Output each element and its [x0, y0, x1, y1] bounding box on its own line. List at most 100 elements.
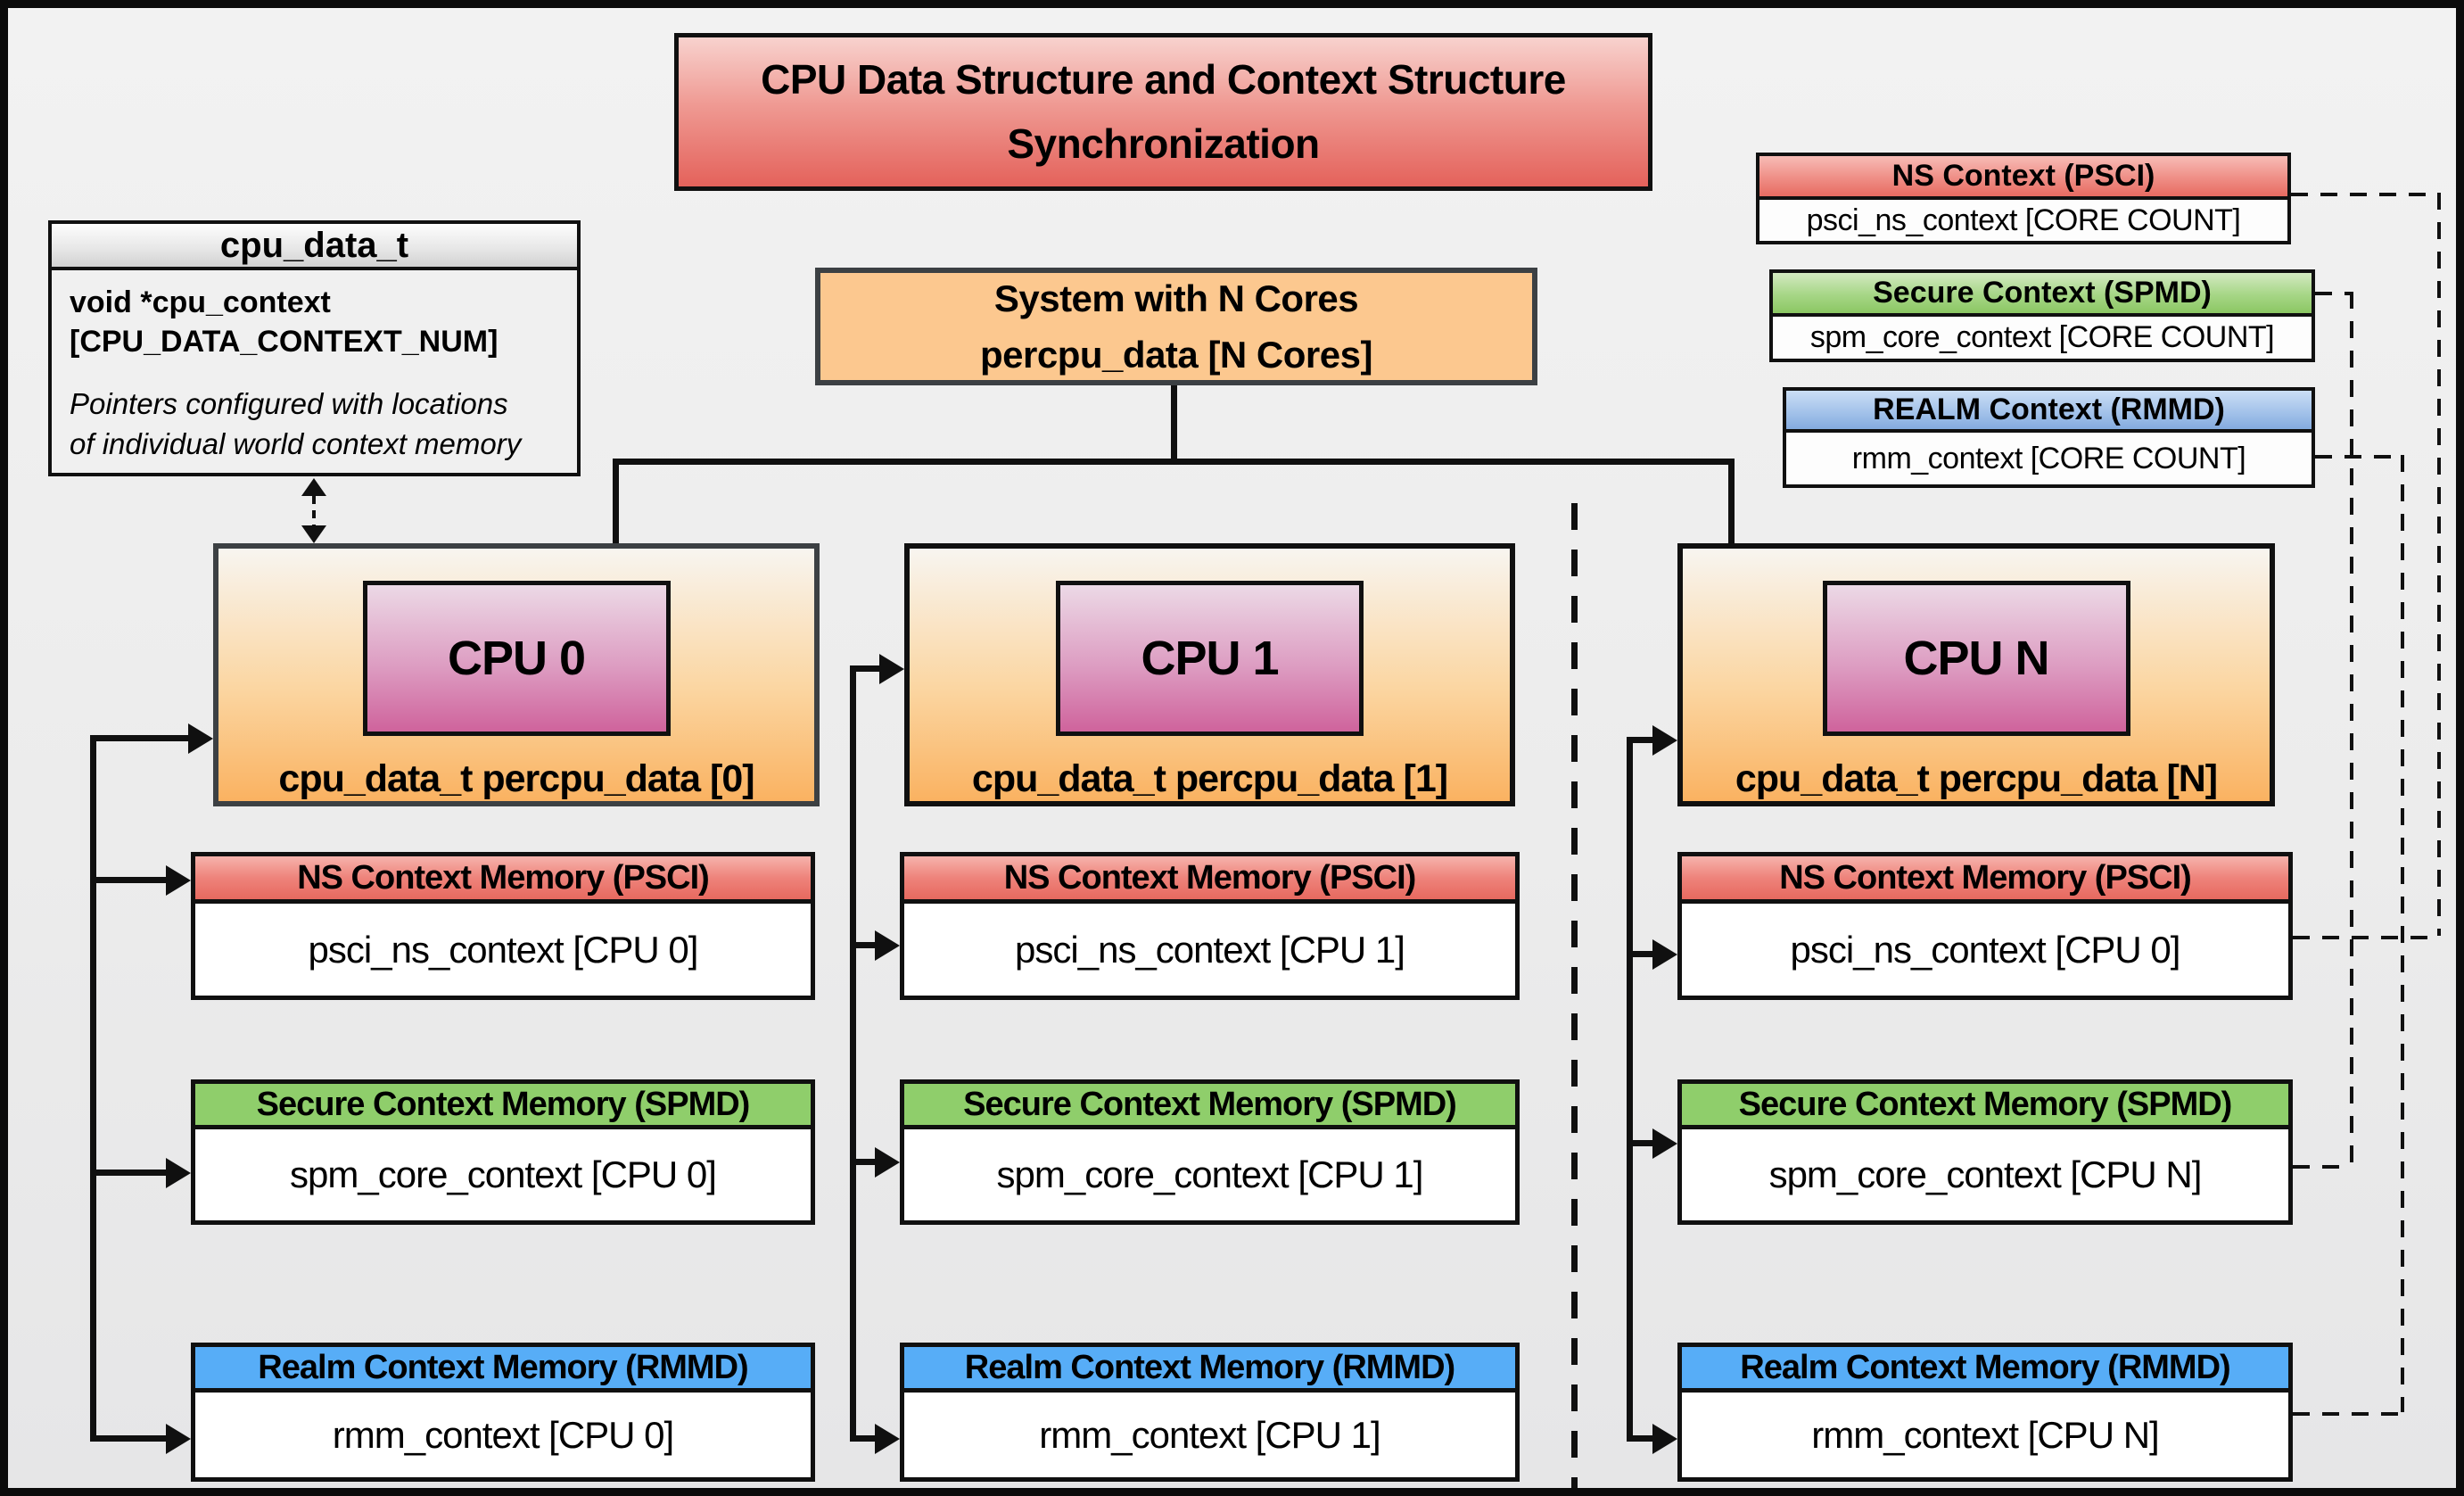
cpu1-arrow-into-secure	[875, 1147, 900, 1178]
legend-ns-header: NS Context (PSCI)	[1759, 156, 2287, 200]
legend-realm-body: rmm_context [CORE COUNT]	[1786, 433, 2312, 484]
legend-realm-dashed-drop	[2401, 455, 2404, 1412]
diagram-title-line2: Synchronization	[1007, 120, 1320, 167]
legend-ns-body: psci_ns_context [CORE COUNT]	[1759, 200, 2287, 241]
cpu1-data-label: cpu_data_t percpu_data [1]	[971, 757, 1448, 800]
legend-ns-dashed-drop	[2437, 193, 2441, 936]
cpu1-arrow-into-realm	[875, 1424, 900, 1454]
cpu-data-t-note-line1: Pointers configured with locations	[70, 387, 508, 421]
legend-realm-context: REALM Context (RMMD) rmm_context [CORE C…	[1783, 387, 2315, 488]
cpu0-data-label: cpu_data_t percpu_data [0]	[278, 757, 754, 800]
cpu1-bus-line	[850, 665, 856, 1442]
system-box-line2: percpu_data [N Cores]	[980, 334, 1372, 376]
cpun-box: CPU N cpu_data_t percpu_data [N]	[1677, 543, 2275, 806]
cpu1-bus-to-cpu	[850, 665, 879, 672]
system-box-line1: System with N Cores	[993, 277, 1359, 319]
cpu0-chip-label: CPU 0	[362, 581, 671, 736]
cpu0-realm-context-memory: Realm Context Memory (RMMD) rmm_context …	[191, 1343, 815, 1482]
cpu1-arrow-into-cpu	[879, 654, 904, 684]
cpun-arrow-into-cpu	[1652, 725, 1677, 756]
column-separator-dashed-line	[1571, 503, 1578, 1488]
cpun-bus-line	[1627, 737, 1633, 1442]
cpu0-ns-body: psci_ns_context [CPU 0]	[195, 904, 811, 996]
cpun-arrow-into-ns	[1652, 939, 1677, 970]
cpu0-bus-to-secure	[90, 1170, 166, 1176]
cpun-bus-to-ns	[1627, 951, 1652, 957]
cpun-arrow-into-realm	[1652, 1424, 1677, 1454]
legend-realm-dashed-in	[2293, 1412, 2401, 1416]
cpu1-realm-context-memory: Realm Context Memory (RMMD) rmm_context …	[900, 1343, 1520, 1482]
cpu0-bus-to-cpu	[90, 735, 188, 741]
legend-ns-context: NS Context (PSCI) psci_ns_context [CORE …	[1756, 153, 2291, 244]
cpu-data-t-field-line2: [CPU_DATA_CONTEXT_NUM]	[70, 325, 499, 360]
cpu-data-t-body: void *cpu_context [CPU_DATA_CONTEXT_NUM]…	[52, 270, 577, 476]
system-drop-line	[1171, 385, 1177, 464]
cpun-ns-context-memory: NS Context Memory (PSCI) psci_ns_context…	[1677, 852, 2293, 1000]
diagram-title-line1: CPU Data Structure and Context Structure	[761, 56, 1566, 103]
cpun-bus-to-realm	[1627, 1435, 1652, 1442]
cpu-data-t-note: Pointers configured with locations of in…	[70, 384, 559, 464]
cpu0-arrow-into-cpu	[188, 723, 213, 754]
cpu1-realm-header: Realm Context Memory (RMMD)	[904, 1347, 1515, 1393]
cpun-realm-header: Realm Context Memory (RMMD)	[1682, 1347, 2288, 1393]
system-box: System with N Cores percpu_data [N Cores…	[815, 268, 1537, 385]
cpun-bus-to-cpu	[1627, 737, 1652, 743]
cpun-ns-header: NS Context Memory (PSCI)	[1682, 856, 2288, 904]
legend-secure-dashed-out	[2315, 292, 2353, 295]
cpu0-secure-body: spm_core_context [CPU 0]	[195, 1129, 811, 1220]
cpun-secure-context-memory: Secure Context Memory (SPMD) spm_core_co…	[1677, 1079, 2293, 1225]
legend-realm-header: REALM Context (RMMD)	[1786, 391, 2312, 433]
legend-realm-dashed-out	[2315, 455, 2404, 459]
cpun-ns-body: psci_ns_context [CPU 0]	[1682, 904, 2288, 996]
cpu1-secure-header: Secure Context Memory (SPMD)	[904, 1084, 1515, 1129]
cpun-realm-context-memory: Realm Context Memory (RMMD) rmm_context …	[1677, 1343, 2293, 1482]
legend-ns-dashed-in	[2293, 936, 2437, 939]
cpu-data-t-struct-box: cpu_data_t void *cpu_context [CPU_DATA_C…	[48, 220, 581, 476]
cpu-data-t-note-line2: of individual world context memory	[70, 426, 522, 460]
legend-secure-body: spm_core_context [CORE COUNT]	[1773, 317, 2312, 359]
cpun-secure-header: Secure Context Memory (SPMD)	[1682, 1084, 2288, 1129]
cpu-data-t-arrow-down-head	[301, 525, 326, 543]
cpun-chip-label: CPU N	[1822, 581, 2130, 736]
cpu1-secure-body: spm_core_context [CPU 1]	[904, 1129, 1515, 1220]
cpu0-ns-context-memory: NS Context Memory (PSCI) psci_ns_context…	[191, 852, 815, 1000]
legend-secure-context: Secure Context (SPMD) spm_core_context […	[1769, 269, 2315, 362]
diagram-title: CPU Data Structure and Context Structure…	[674, 33, 1652, 191]
cpun-bus-to-secure	[1627, 1140, 1652, 1146]
cpu1-ns-body: psci_ns_context [CPU 1]	[904, 904, 1515, 996]
cpu1-arrow-into-ns	[875, 930, 900, 961]
cpun-arrow-into-secure	[1652, 1128, 1677, 1159]
cpu0-realm-header: Realm Context Memory (RMMD)	[195, 1347, 811, 1393]
cpu0-realm-body: rmm_context [CPU 0]	[195, 1393, 811, 1477]
legend-secure-dashed-drop	[2350, 292, 2353, 1165]
cpu0-bus-to-ns	[90, 877, 166, 883]
cpu0-bus-line	[90, 735, 96, 1442]
cpun-realm-body: rmm_context [CPU N]	[1682, 1393, 2288, 1477]
cpu1-box: CPU 1 cpu_data_t percpu_data [1]	[904, 543, 1515, 806]
cpu1-realm-body: rmm_context [CPU 1]	[904, 1393, 1515, 1477]
cpu1-chip-label: CPU 1	[1056, 581, 1364, 736]
cpu1-bus-to-ns	[850, 942, 875, 948]
branch-to-cpu0-line	[613, 459, 619, 546]
system-branch-line	[613, 459, 1735, 465]
cpu0-secure-header: Secure Context Memory (SPMD)	[195, 1084, 811, 1129]
cpu1-ns-context-memory: NS Context Memory (PSCI) psci_ns_context…	[900, 852, 1520, 1000]
cpu-data-t-header: cpu_data_t	[52, 224, 577, 270]
cpu1-ns-header: NS Context Memory (PSCI)	[904, 856, 1515, 904]
cpun-secure-body: spm_core_context [CPU N]	[1682, 1129, 2288, 1220]
cpu0-ns-header: NS Context Memory (PSCI)	[195, 856, 811, 904]
cpu1-bus-to-secure	[850, 1159, 875, 1165]
cpu0-arrow-into-ns	[166, 865, 191, 896]
cpu0-bus-to-realm	[90, 1435, 166, 1442]
branch-to-cpun-line	[1728, 459, 1735, 550]
cpu1-secure-context-memory: Secure Context Memory (SPMD) spm_core_co…	[900, 1079, 1520, 1225]
cpu1-bus-to-realm	[850, 1435, 875, 1442]
cpu0-secure-context-memory: Secure Context Memory (SPMD) spm_core_co…	[191, 1079, 815, 1225]
legend-secure-dashed-in	[2293, 1165, 2350, 1169]
cpu-data-t-dashed-link	[312, 496, 316, 525]
cpu-data-t-field-line1: void *cpu_context	[70, 285, 331, 319]
cpu0-arrow-into-realm	[166, 1424, 191, 1454]
legend-ns-dashed-out	[2291, 193, 2441, 196]
legend-secure-header: Secure Context (SPMD)	[1773, 273, 2312, 317]
